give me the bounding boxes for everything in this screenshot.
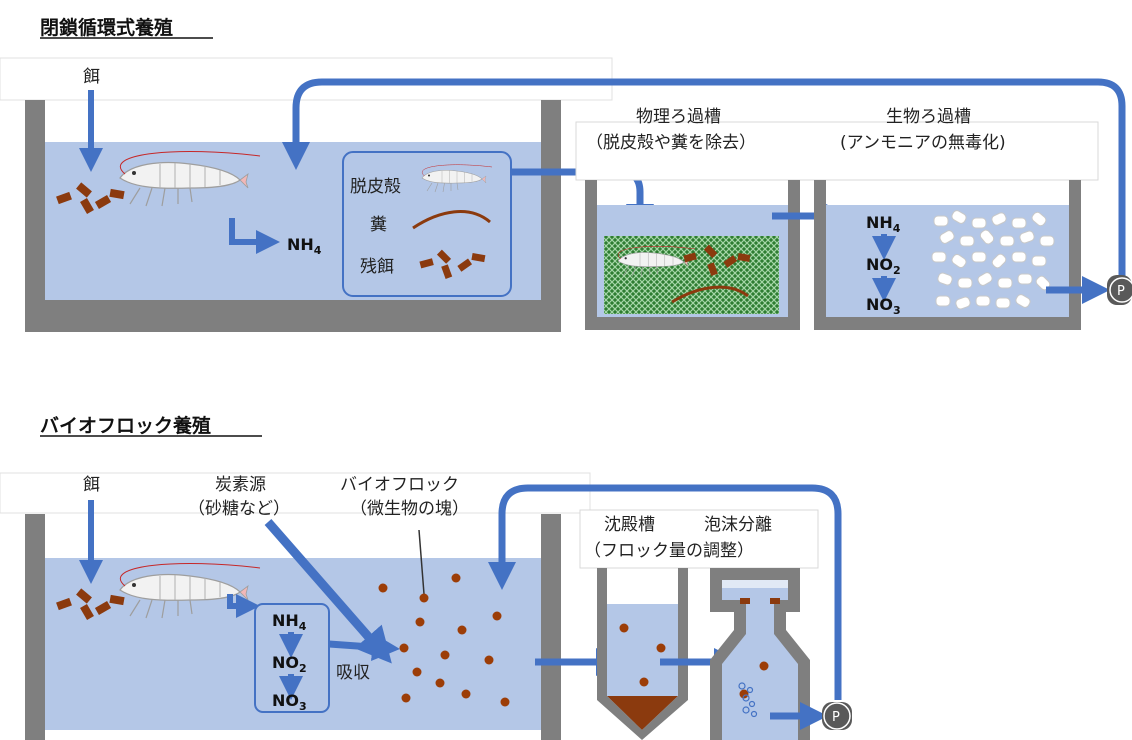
feed-pellets-2 xyxy=(56,588,125,621)
nitrogen-cycle-2: NH4 NO2 NO3 xyxy=(272,611,307,713)
absorb-label: 吸収 xyxy=(336,663,370,683)
feed-label: 餌 xyxy=(83,67,100,87)
svg-text:P: P xyxy=(1117,284,1125,299)
phys-filter-sub: （脱皮殻や糞を除去） xyxy=(586,133,756,153)
svg-text:NO3: NO3 xyxy=(866,295,901,317)
bio-filter-title: 生物ろ過槽 xyxy=(886,107,971,127)
biofloc-sub: （微生物の塊） xyxy=(350,499,469,519)
feces-icon xyxy=(412,210,491,230)
carbon-arrow xyxy=(264,519,392,664)
feces-label: 糞 xyxy=(370,215,387,235)
return-pipe xyxy=(292,78,1126,278)
nh4-label: NH4 xyxy=(287,235,322,257)
foam-separator xyxy=(710,568,810,740)
foam-title: 泡沫分離 xyxy=(704,515,772,535)
biofloc-title: バイオフロック xyxy=(340,475,459,495)
nitrogen-box xyxy=(254,603,330,713)
settling-sub: （フロック量の調整） xyxy=(584,541,754,561)
excretion-arrow xyxy=(227,594,260,618)
svg-text:NH4: NH4 xyxy=(272,611,307,633)
section2-title: バイオフロック養殖 xyxy=(40,414,211,437)
physical-filter-tank xyxy=(585,180,800,330)
pump-2: P xyxy=(822,702,852,730)
svg-text:NO2: NO2 xyxy=(866,255,901,277)
carbon-title: 炭素源 xyxy=(215,475,266,495)
settling-title: 沈殿槽 xyxy=(604,515,655,535)
return-pipe-2 xyxy=(498,484,842,700)
bubbles xyxy=(738,682,758,718)
settling-tank xyxy=(597,568,688,740)
svg-text:NH4: NH4 xyxy=(866,213,901,235)
svg-text:P: P xyxy=(832,710,840,725)
feed-pellets xyxy=(56,182,125,215)
filter-mesh xyxy=(604,236,779,314)
bio-filter-tank xyxy=(814,180,1081,330)
svg-text:NO2: NO2 xyxy=(272,653,307,675)
section1-title: 閉鎖循環式養殖 xyxy=(40,16,173,39)
pump-1: P xyxy=(1107,275,1132,305)
leftover-label: 残餌 xyxy=(360,257,394,277)
bio-filter-sub: (アンモニアの無毒化) xyxy=(840,133,1006,153)
nitrogen-cycle-1: NH4 NO2 NO3 xyxy=(866,213,901,317)
filter-label-panel xyxy=(575,121,1099,181)
phys-filter-title: 物理ろ過槽 xyxy=(636,107,721,127)
feed-label-2: 餌 xyxy=(83,475,100,495)
nh4-arrow xyxy=(229,218,280,254)
carbon-sub: （砂糖など） xyxy=(188,499,290,519)
label-strip-2 xyxy=(0,472,591,514)
svg-text:NO3: NO3 xyxy=(272,691,307,713)
leftover-pellets xyxy=(419,249,486,279)
biofloc-pointer xyxy=(418,529,425,595)
settling-label-panel xyxy=(579,509,819,569)
absorb-arrow xyxy=(328,633,400,661)
tank-wall xyxy=(25,100,561,332)
floc-particles xyxy=(378,573,510,707)
bio-media xyxy=(931,210,1055,310)
molt-label: 脱皮殻 xyxy=(350,177,401,197)
